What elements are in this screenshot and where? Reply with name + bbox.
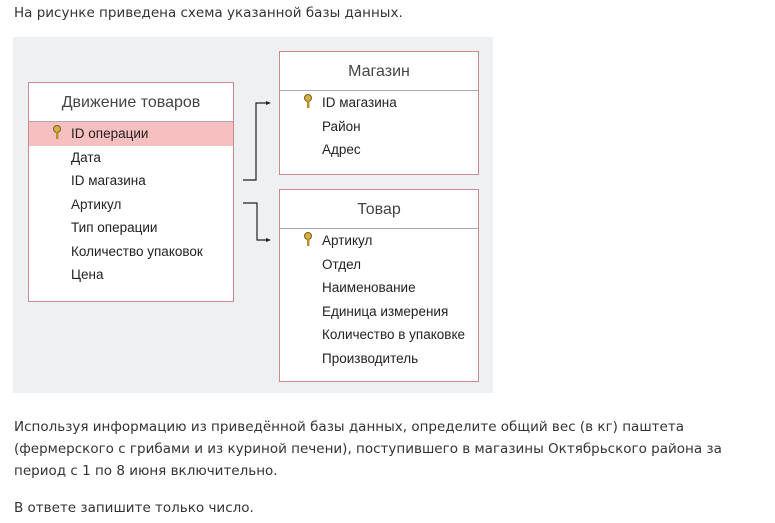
table-product: Товар Артикул Отдел Наименование Единица…	[279, 189, 479, 382]
field-primary-key: ID операции	[29, 122, 233, 146]
field: ID магазина	[71, 173, 146, 188]
field: Наименование	[322, 280, 416, 295]
field-label: ID операции	[71, 126, 149, 141]
field: Дата	[71, 149, 101, 165]
key-icon	[304, 232, 312, 246]
question-text: Используя информацию из приведённой базы…	[14, 419, 722, 479]
field: Артикул	[71, 196, 122, 212]
field-label: ID магазина	[322, 95, 397, 110]
field: Производитель	[322, 350, 419, 366]
intro-text: На рисунке приведена схема указанной баз…	[14, 5, 403, 21]
field: Тип операции	[71, 220, 158, 235]
table-movement: Движение товаров ID операции Дата ID маг…	[28, 82, 234, 302]
field: Отдел	[322, 256, 362, 272]
field: Цена	[71, 267, 104, 282]
key-icon	[53, 125, 61, 139]
field: Количество в упаковке	[322, 327, 466, 342]
field-primary-key: ID магазина	[280, 91, 478, 115]
field-primary-key: Артикул	[280, 229, 478, 253]
table-title: Товар	[280, 190, 478, 229]
field-label: Артикул	[322, 233, 373, 248]
field: Единица измерения	[322, 303, 449, 319]
table-title: Движение товаров	[29, 83, 233, 122]
database-schema-diagram: Движение товаров ID операции Дата ID маг…	[13, 37, 493, 393]
field: Район	[322, 118, 361, 134]
field: Адрес	[322, 142, 361, 157]
answer-instruction: В ответе запишите только число.	[14, 500, 254, 516]
relationship-connectors	[243, 101, 271, 242]
table-title: Магазин	[280, 52, 478, 91]
field: Количество упаковок	[71, 243, 203, 259]
table-shop: Магазин ID магазина Район Адрес	[279, 51, 479, 175]
key-icon	[304, 94, 312, 108]
